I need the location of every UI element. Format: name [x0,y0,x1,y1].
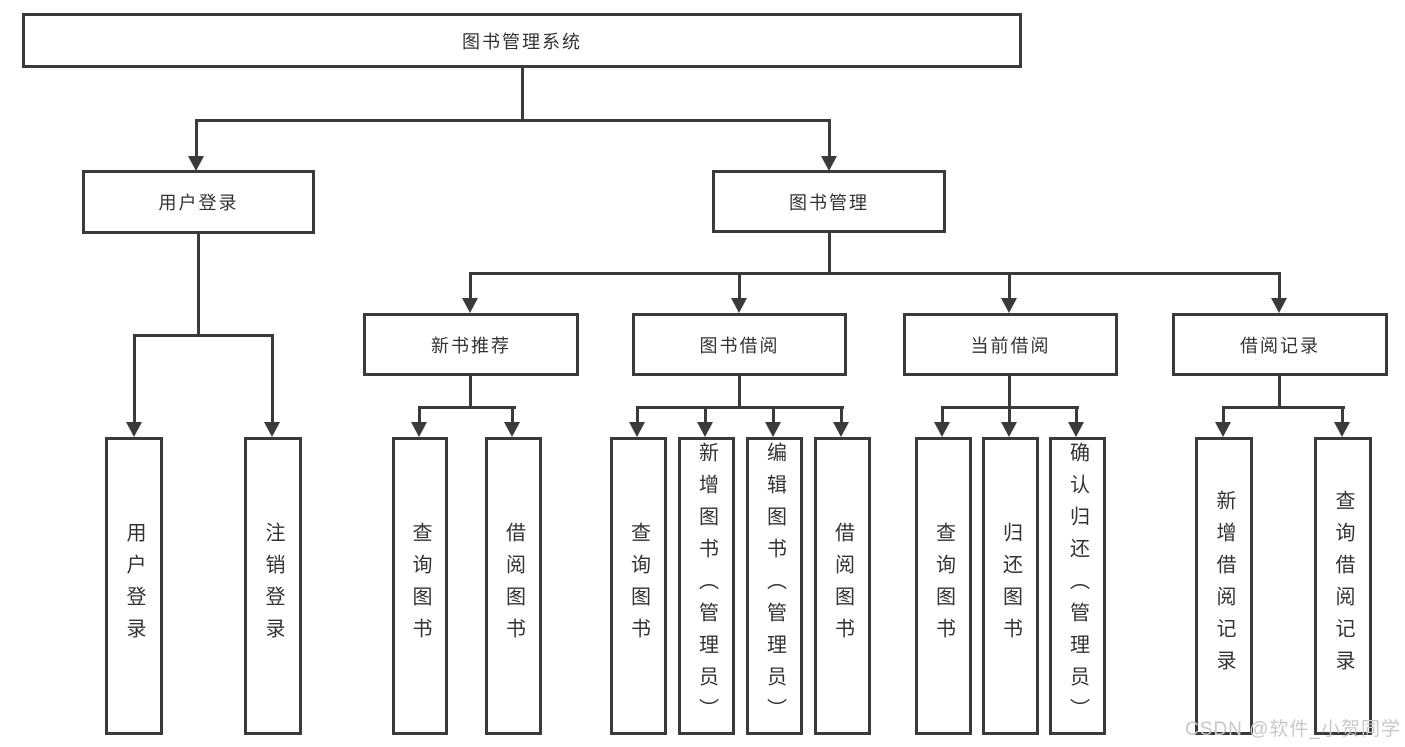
connector-newbook-stem [469,376,472,409]
connector-drop-borrow-leaf4 [840,406,843,424]
leaf-borrow-books: 借阅图书 [814,437,871,735]
arrowhead-records-leaf1 [1215,422,1231,437]
node-borrow-records: 借阅记录 [1172,313,1388,376]
leaf-add-books-admin-label: 新增图书（管理员） [695,442,718,730]
connector-drop-records-leaf2 [1341,406,1344,424]
connector-drop-book-borrow [738,272,741,300]
arrowhead-new-book [462,298,478,313]
leaf-user-login-label: 用户登录 [123,522,145,650]
leaf-logout-label: 注销登录 [262,522,284,650]
node-book-borrow: 图书借阅 [632,313,847,376]
node-book-borrow-label: 图书借阅 [699,335,780,356]
leaf-add-books-admin: 新增图书（管理员） [678,437,735,735]
connector-current-stem [1008,376,1011,409]
leaf-return-books: 归还图书 [982,437,1039,735]
connector-borrow-stem [738,376,741,409]
leaf-confirm-return-admin-label: 确认归还（管理员） [1066,442,1089,730]
leaf-newbook-query-books: 查询图书 [392,437,448,735]
node-new-book-recommend-label: 新书推荐 [431,335,511,356]
node-book-management: 图书管理 [712,170,946,233]
node-book-management-label: 图书管理 [789,192,869,213]
connector-drop-borrow-leaf1 [636,406,639,424]
node-user-login-group-label: 用户登录 [158,193,239,213]
leaf-current-query-books-label: 查询图书 [932,522,955,650]
arrowhead-newbook-leaf1 [411,422,427,437]
arrowhead-login-leaf2 [264,422,280,437]
arrowhead-current-leaf1 [934,422,950,437]
arrowhead-borrow-records [1271,298,1287,313]
leaf-newbook-query-books-label: 查询图书 [409,522,431,650]
connector-drop-login-leaf1 [133,334,136,424]
leaf-logout: 注销登录 [244,437,302,735]
arrowhead-current-leaf2 [1001,422,1017,437]
connector-drop-current-borrow [1008,272,1011,300]
leaf-user-login: 用户登录 [105,437,163,735]
node-user-login-group: 用户登录 [82,170,315,234]
leaf-borrow-query-books: 查询图书 [610,437,667,735]
leaf-current-query-books: 查询图书 [915,437,972,735]
connector-drop-records-leaf1 [1222,406,1225,424]
arrowhead-current-leaf3 [1068,422,1084,437]
connector-records-crossbar [1222,406,1345,409]
arrowhead-book-borrow [731,298,747,313]
connector-drop-borrow-leaf3 [772,406,775,424]
leaf-add-borrow-record-label: 新增借阅记录 [1213,490,1235,682]
leaf-add-borrow-record: 新增借阅记录 [1195,437,1253,735]
leaf-newbook-borrow-books-label: 借阅图书 [502,522,525,650]
arrowhead-borrow-leaf1 [629,422,645,437]
connector-records-stem [1278,376,1281,409]
connector-newbook-crossbar [418,406,516,409]
arrowhead-current-borrow [1001,298,1017,313]
leaf-borrow-books-label: 借阅图书 [831,522,854,650]
connector-root-crossbar [195,119,831,122]
node-borrow-records-label: 借阅记录 [1240,335,1320,356]
connector-drop-current-leaf2 [1008,406,1011,424]
node-current-borrow-label: 当前借阅 [970,335,1051,356]
connector-borrow-crossbar [636,406,844,409]
connector-drop-book-management [828,119,831,158]
arrowhead-borrow-leaf4 [833,422,849,437]
connector-drop-login-leaf2 [271,334,274,424]
connector-login-crossbar [133,334,274,337]
node-root-label: 图书管理系统 [462,31,582,52]
leaf-query-borrow-record: 查询借阅记录 [1314,437,1372,735]
leaf-return-books-label: 归还图书 [999,522,1022,650]
connector-drop-new-book [469,272,472,300]
arrowhead-book-management [821,156,837,171]
watermark: CSDN @软件_小贺同学 [1185,719,1401,740]
connector-root-stem [521,68,524,121]
arrowhead-login-leaf1 [126,422,142,437]
node-current-borrow: 当前借阅 [903,313,1118,376]
connector-drop-newbook-leaf2 [511,406,514,424]
connector-login-stem [197,234,200,337]
leaf-confirm-return-admin: 确认归还（管理员） [1049,437,1106,735]
node-root: 图书管理系统 [22,13,1022,68]
node-new-book-recommend: 新书推荐 [363,313,579,376]
connector-drop-borrow-records [1278,272,1281,300]
connector-drop-user-login [195,119,198,158]
leaf-edit-books-admin: 编辑图书（管理员） [746,437,803,735]
leaf-newbook-borrow-books: 借阅图书 [485,437,542,735]
connector-drop-current-leaf3 [1075,406,1078,424]
connector-drop-newbook-leaf1 [418,406,421,424]
leaf-edit-books-admin-label: 编辑图书（管理员） [763,442,786,730]
arrowhead-borrow-leaf2 [697,422,713,437]
arrowhead-user-login [188,156,204,171]
arrowhead-borrow-leaf3 [765,422,781,437]
connector-drop-current-leaf1 [941,406,944,424]
arrowhead-newbook-leaf2 [504,422,520,437]
leaf-borrow-query-books-label: 查询图书 [627,522,650,650]
leaf-query-borrow-record-label: 查询借阅记录 [1332,490,1354,682]
connector-drop-borrow-leaf2 [704,406,707,424]
connector-bookmgmt-crossbar [469,272,1281,275]
arrowhead-records-leaf2 [1334,422,1350,437]
connector-bookmgmt-stem [828,233,831,275]
